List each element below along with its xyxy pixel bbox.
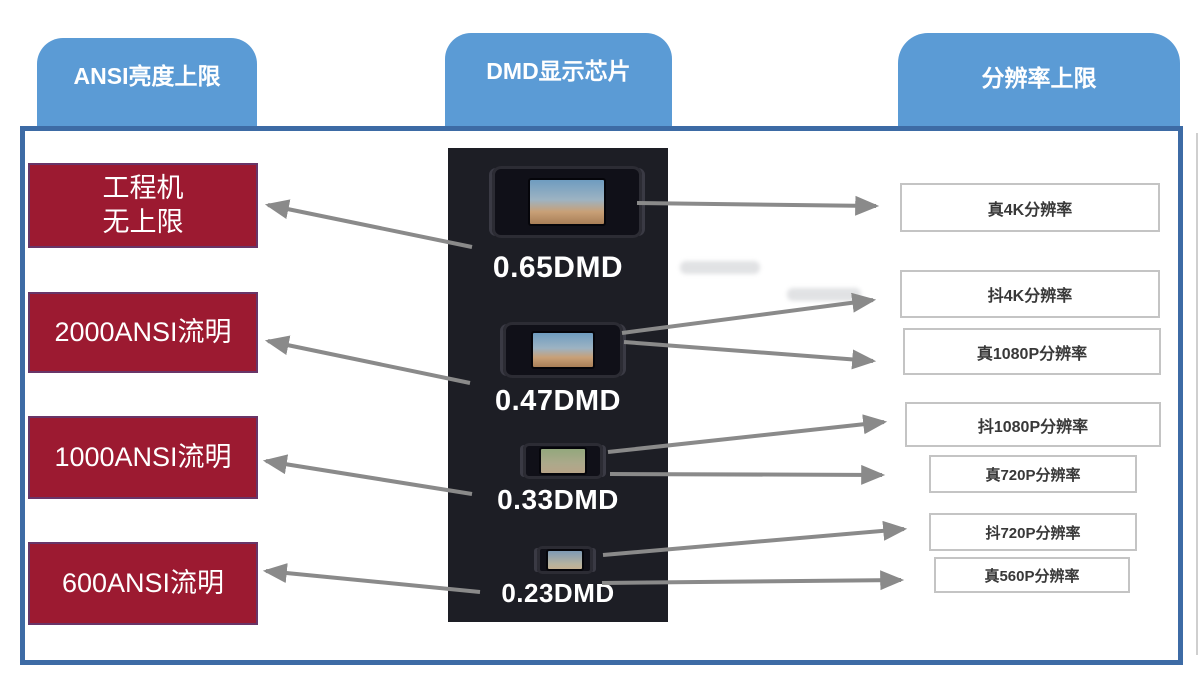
dmd-chip-033-label: 0.33DMD xyxy=(497,484,619,515)
resolution-box-label: 抖4K分辨率 xyxy=(987,288,1073,305)
resolution-box-label: 真1080P分辨率 xyxy=(976,345,1088,363)
resolution-box-pixelshift-720p: 抖720P分辨率 xyxy=(929,513,1137,551)
resolution-box-label: 抖1080P分辨率 xyxy=(977,418,1089,436)
resolution-box-label: 真4K分辨率 xyxy=(987,201,1073,219)
brightness-box-2000ansi: 2000ANSI流明 xyxy=(28,292,258,373)
resolution-box-pixelshift-1080p: 抖1080P分辨率 xyxy=(905,402,1161,447)
dmd-chip-065-label: 0.65DMD xyxy=(492,251,624,284)
resolution-box-label: 真560P分辨率 xyxy=(984,567,1080,585)
dmd-chip-023-image xyxy=(537,546,593,574)
dmd-chip-047-label: 0.47DMD xyxy=(495,385,621,417)
chip-mirror-surface xyxy=(528,178,606,226)
brightness-box-line: 工程机 xyxy=(102,172,184,203)
chip-mirror-surface xyxy=(531,331,595,369)
brightness-box-line: 无上限 xyxy=(102,206,184,237)
resolution-box-label: 抖720P分辨率 xyxy=(985,524,1081,542)
tab-ansi-brightness-label: ANSI亮度上限 xyxy=(73,63,221,89)
brightness-box-line: 2000ANSI流明 xyxy=(54,316,232,347)
tab-resolution-limit-label: 分辨率上限 xyxy=(981,65,1097,91)
brightness-box-1000ansi: 1000ANSI流明 xyxy=(28,416,258,499)
chip-mirror-surface xyxy=(539,447,587,475)
resolution-box-true-560p: 真560P分辨率 xyxy=(934,557,1130,593)
resolution-box-true-720p: 真720P分辨率 xyxy=(929,455,1137,493)
brightness-box-line: 1000ANSI流明 xyxy=(54,441,232,472)
tab-dmd-chip-label: DMD显示芯片 xyxy=(486,58,631,84)
resolution-box-pixelshift-4k: 抖4K分辨率 xyxy=(900,270,1160,318)
tab-ansi-brightness: ANSI亮度上限 xyxy=(37,38,257,130)
dmd-chip-033-image xyxy=(523,443,603,479)
chip-mirror-surface xyxy=(546,549,584,571)
tab-dmd-chip: DMD显示芯片 xyxy=(445,33,672,130)
brightness-box-engineering: 工程机 无上限 xyxy=(28,163,258,248)
dmd-chip-047-image xyxy=(503,322,623,378)
next-slide-edge xyxy=(1196,133,1200,655)
resolution-box-label: 真720P分辨率 xyxy=(985,466,1081,484)
dmd-chip-065-image xyxy=(492,166,642,238)
watermark-smudge xyxy=(680,261,760,274)
resolution-box-true-1080p: 真1080P分辨率 xyxy=(903,328,1161,375)
dmd-chip-panel: 0.65DMD 0.47DMD 0.33DMD 0.23DMD xyxy=(448,148,668,622)
dmd-chip-023-label: 0.23DMD xyxy=(501,578,615,608)
watermark-smudge xyxy=(787,288,861,301)
resolution-box-true-4k: 真4K分辨率 xyxy=(900,183,1160,232)
brightness-box-line: 600ANSI流明 xyxy=(61,567,225,598)
brightness-box-600ansi: 600ANSI流明 xyxy=(28,542,258,625)
tab-resolution-limit: 分辨率上限 xyxy=(898,33,1180,130)
